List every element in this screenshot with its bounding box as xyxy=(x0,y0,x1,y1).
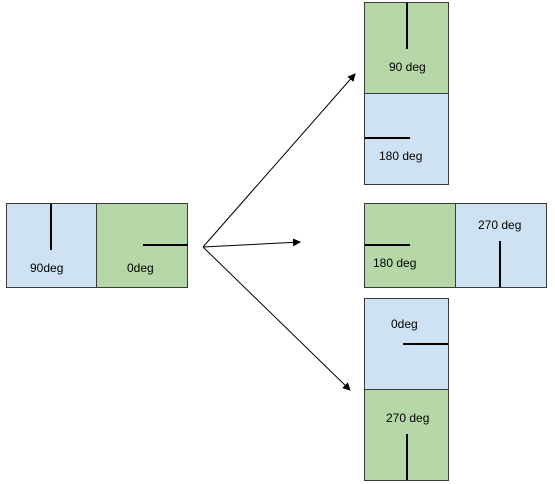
top-result-lower-tile: 180 deg xyxy=(364,93,449,185)
middle-result-right-tile: 270 deg xyxy=(455,203,547,288)
tile-label: 90 deg xyxy=(389,60,426,74)
arrow-to-middle-result xyxy=(202,238,301,248)
top-result-upper-tile: 90 deg xyxy=(364,2,449,94)
source-tile-90deg: 90deg xyxy=(6,203,97,288)
middle-result-left-tile: 180 deg xyxy=(364,203,456,288)
orientation-line-horizontal xyxy=(365,137,410,139)
arrow-to-top-result xyxy=(202,73,356,248)
tile-label: 270 deg xyxy=(478,218,522,232)
orientation-line-horizontal xyxy=(403,343,448,345)
bottom-result-upper-tile: 0deg xyxy=(364,298,449,390)
orientation-line-vertical xyxy=(406,3,408,49)
tile-label: 180 deg xyxy=(379,149,423,163)
tile-label: 90deg xyxy=(30,261,64,275)
orientation-line-vertical xyxy=(50,204,52,250)
tile-label: 0deg xyxy=(127,261,154,275)
tile-label: 180 deg xyxy=(373,256,417,270)
orientation-line-horizontal xyxy=(365,244,410,246)
source-tile-0deg: 0deg xyxy=(96,203,188,288)
orientation-line-vertical xyxy=(406,434,408,480)
tile-label: 270 deg xyxy=(386,411,430,425)
tile-label: 0deg xyxy=(391,317,418,331)
orientation-line-vertical xyxy=(499,241,501,287)
orientation-line-horizontal xyxy=(143,244,188,246)
bottom-result-lower-tile: 270 deg xyxy=(364,389,449,481)
arrow-to-bottom-result xyxy=(202,246,351,391)
